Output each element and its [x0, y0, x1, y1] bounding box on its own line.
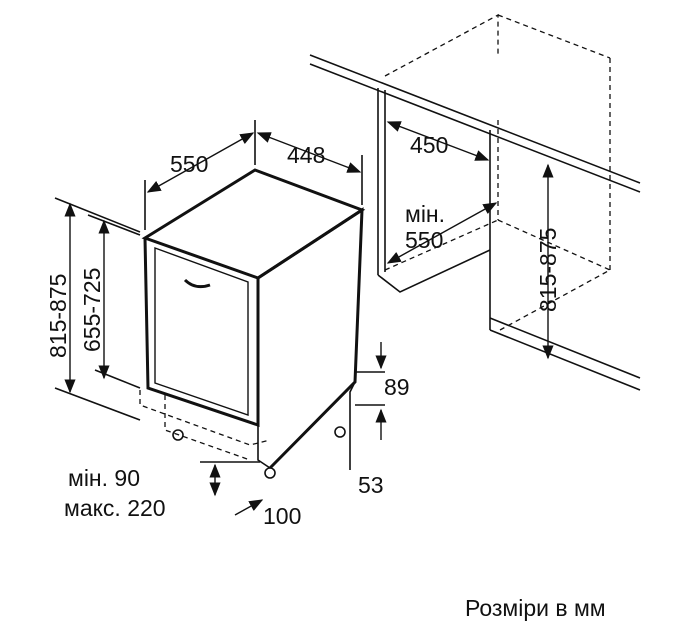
width-label: 448: [287, 142, 325, 168]
plinth-max-label: макс. 220: [64, 495, 166, 521]
plinth-min-label: мін. 90: [68, 465, 140, 491]
dimension-lines: [54, 120, 554, 516]
niche-min-label: мін.: [405, 201, 445, 227]
units-caption: Розміри в мм: [465, 595, 606, 621]
plinth-89-label: 89: [384, 374, 410, 400]
height-right-label: 815-875: [535, 228, 561, 312]
door-handle: [183, 278, 211, 289]
foot: [172, 429, 184, 441]
plinth-53-label: 53: [358, 472, 384, 498]
foot: [334, 426, 346, 438]
plinth-100-label: 100: [263, 503, 301, 529]
niche-depth-label: 450: [410, 132, 448, 158]
height-left-label: 815-875: [45, 274, 71, 358]
height-front-label: 655-725: [79, 268, 105, 352]
dishwasher-body: [139, 168, 366, 479]
foot: [264, 467, 276, 479]
niche-min-value: 550: [405, 227, 443, 253]
depth-label: 550: [170, 151, 208, 177]
